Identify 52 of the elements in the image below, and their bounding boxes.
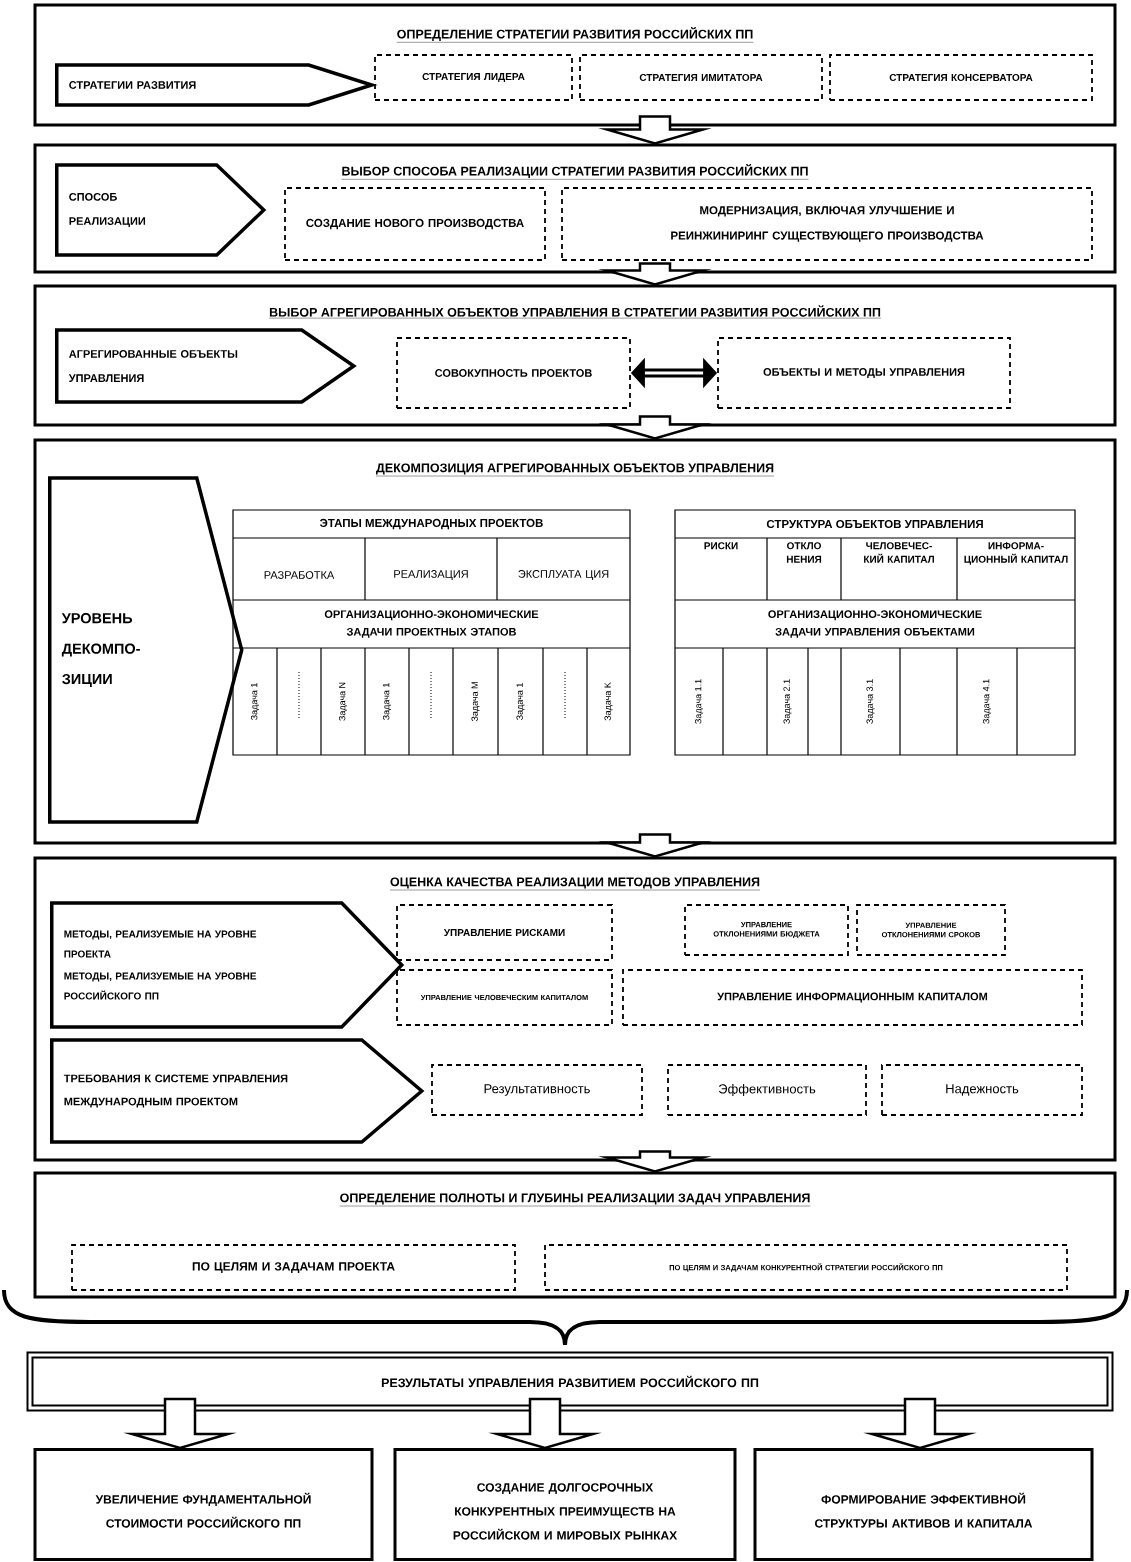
table-heading: ОРГАНИЗАЦИОННО-ЭКОНОМИЧЕСКИЕ ЗАДАЧИ УПРАВЛЕНИЯ ОБЪЕКТАМИ <box>768 610 982 638</box>
dashed-box: Надежность <box>881 1064 1083 1116</box>
outcome-box: СОЗДАНИЕ ДОЛГОСРОЧНЫХ КОНКУРЕНТНЫХ ПРЕИМУЩЕСТВ НА РОССИЙСКОМ И МИРОВЫХ РЫНКАХ <box>393 1448 737 1561</box>
dashed-box: СТРАТЕГИЯ КОНСЕРВАТОРА <box>829 54 1093 101</box>
dashed-box: МОДЕРНИЗАЦИЯ, ВКЛЮЧАЯ УЛУЧШЕНИЕ И РЕИНЖИНИРИНГ СУЩЕСТВУЮЩЕГО ПРОИЗВОДСТВА <box>561 187 1093 261</box>
dashed-box: Эффективность <box>667 1064 867 1116</box>
task-label: Задача 3.1 <box>866 679 875 724</box>
task-label: Задача 1 <box>382 683 392 721</box>
object-label: ЧЕЛОВЕЧЕС- КИЙ КАПИТАЛ <box>864 542 934 563</box>
task-label: Задача 4.1 <box>982 679 992 724</box>
task-label: Задача 2.1 <box>783 679 792 724</box>
pentagon-box: МЕТОДЫ, РЕАЛИЗУЕМЫЕ НА УРОВНЕ ПРОЕКТА МЕТОДЫ, РЕАЛИЗУЕМЫЕ НА УРОВНЕ РОССИЙСКОГО ПП <box>50 901 405 1029</box>
block-arrow <box>123 1397 237 1450</box>
dashed-box: СТРАТЕГИЯ ЛИДЕРА <box>374 54 573 101</box>
table-heading: ОРГАНИЗАЦИОННО-ЭКОНОМИЧЕСКИЕ ЗАДАЧИ ПРОЕКТНЫХ ЭТАПОВ <box>324 610 539 638</box>
task-label: Задача 1 <box>516 683 525 721</box>
table-header: ЭТАПЫ МЕЖДУНАРОДНЫХ ПРОЕКТОВ <box>319 518 543 530</box>
dashed-box: УПРАВЛЕНИЕ ИНФОРМАЦИОННЫМ КАПИТАЛОМ <box>622 969 1083 1026</box>
block-arrow <box>863 1397 977 1450</box>
task-label: Задача N <box>338 682 348 721</box>
stage-label: РАЗРАБОТКА <box>264 571 335 579</box>
dashed-box: ОБЪЕКТЫ И МЕТОДЫ УПРАВЛЕНИЯ <box>717 337 1011 409</box>
results-box: РЕЗУЛЬТАТЫ УПРАВЛЕНИЯ РАЗВИТИЕМ РОССИЙСКОГО ПП <box>26 1351 1114 1412</box>
block-arrow <box>598 262 712 286</box>
block-arrow <box>488 1397 602 1450</box>
outcome-box: УВЕЛИЧЕНИЕ ФУНДАМЕНТАЛЬНОЙ СТОИМОСТИ РОССИЙСКОГО ПП <box>33 1448 374 1561</box>
table-header: СТРУКТУРА ОБЪЕКТОВ УПРАВЛЕНИЯ <box>766 519 983 529</box>
pentagon-box: АГРЕГИРОВАННЫЕ ОБЪЕКТЫ УПРАВЛЕНИЯ <box>55 328 357 404</box>
dashed-box: СОВОКУПНОСТЬ ПРОЕКТОВ <box>396 337 631 409</box>
dashed-box: СОЗДАНИЕ НОВОГО ПРОИЗВОДСТВА <box>284 187 546 261</box>
outcome-box: ФОРМИРОВАНИЕ ЭФФЕКТИВНОЙ СТРУКТУРЫ АКТИВОВ И КАПИТАЛА <box>753 1448 1094 1561</box>
pentagon-box: СПОСОБ РЕАЛИЗАЦИИ <box>55 163 267 257</box>
dashed-box: УПРАВЛЕНИЕ РИСКАМИ <box>396 904 613 961</box>
block-arrow <box>598 115 712 145</box>
task-label: Задача K <box>604 682 613 721</box>
dashed-box: Результативность <box>431 1064 643 1116</box>
block-arrow <box>598 1150 712 1173</box>
task-label: Задача 1.1 <box>694 679 704 724</box>
dashed-box: СТРАТЕГИЯ ИМИТАТОРА <box>579 54 823 101</box>
object-label: ОТКЛО НЕНИЯ <box>786 542 822 563</box>
stage-label: РЕАЛИЗАЦИЯ <box>394 570 468 580</box>
pentagon-box: СТРАТЕГИИ РАЗВИТИЯ <box>55 63 378 107</box>
object-label: ИНФОРМА- ЦИОННЫЙ КАПИТАЛ <box>964 542 1068 565</box>
stage-label: ЭКСПЛУАТА ЦИЯ <box>518 570 609 580</box>
object-label: РИСКИ <box>704 542 738 550</box>
task-label: Задача M <box>471 682 480 722</box>
pentagon-box: ТРЕБОВАНИЯ К СИСТЕМЕ УПРАВЛЕНИЯ МЕЖДУНАРОДНЫМ ПРОЕКТОМ <box>50 1038 425 1144</box>
task-label: Задача 1 <box>250 683 260 721</box>
block-arrow <box>598 415 712 440</box>
block-arrow <box>598 833 712 858</box>
pentagon-box: УРОВЕНЬ ДЕКОМПО- ЗИЦИИ <box>48 476 244 824</box>
dashed-box: ПО ЦЕЛЯМ И ЗАДАЧАМ ПРОЕКТА <box>71 1244 516 1291</box>
